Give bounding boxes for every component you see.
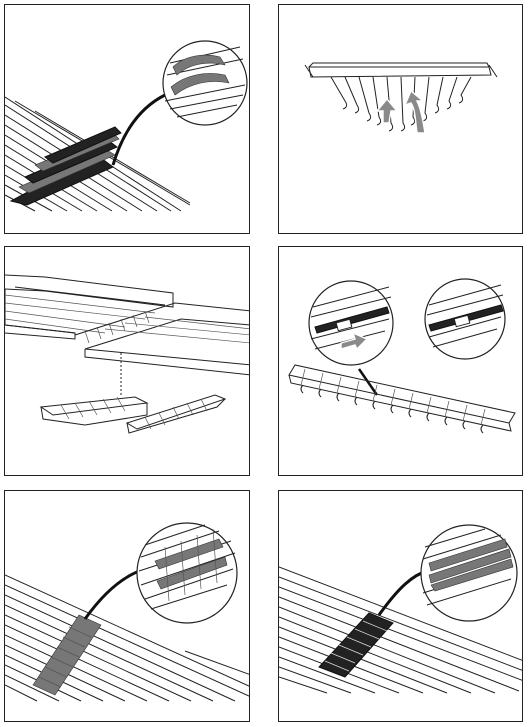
step-2-illustration — [304, 62, 498, 134]
step-4-panel — [278, 246, 523, 476]
step-1-illustration — [5, 40, 248, 212]
rack-piece-right — [125, 394, 227, 434]
detail-magnifier — [162, 40, 248, 126]
step-6-panel — [278, 490, 523, 722]
connector-hooks — [84, 310, 150, 344]
hanging-hooks — [330, 76, 472, 132]
grille-rails — [5, 574, 249, 702]
frame-top-bar — [304, 62, 498, 78]
step-5-illustration — [5, 522, 249, 702]
rotation-arrows — [375, 89, 426, 134]
upper-frame-left — [5, 274, 174, 340]
step-6-illustration — [279, 524, 522, 694]
detail-magnifier — [420, 524, 518, 622]
detail-magnifier — [136, 522, 238, 624]
step-5-panel — [4, 490, 250, 722]
rack-piece-left — [39, 396, 149, 426]
callout-line — [83, 567, 146, 620]
clip-rail-piece — [288, 364, 516, 434]
detail-magnifier-left — [308, 280, 394, 366]
step-3-illustration — [5, 274, 249, 434]
detail-magnifier-right — [424, 278, 506, 360]
step-4-illustration — [288, 278, 516, 434]
highlighted-clip-band — [9, 126, 122, 206]
callout-line — [357, 368, 379, 396]
mounted-clip-block — [32, 614, 102, 696]
step-1-panel — [4, 4, 250, 234]
upper-frame-right — [74, 302, 249, 376]
installed-tray-block — [318, 612, 394, 678]
step-3-panel — [4, 246, 250, 476]
step-2-panel — [278, 4, 523, 234]
callout-line — [111, 93, 166, 166]
